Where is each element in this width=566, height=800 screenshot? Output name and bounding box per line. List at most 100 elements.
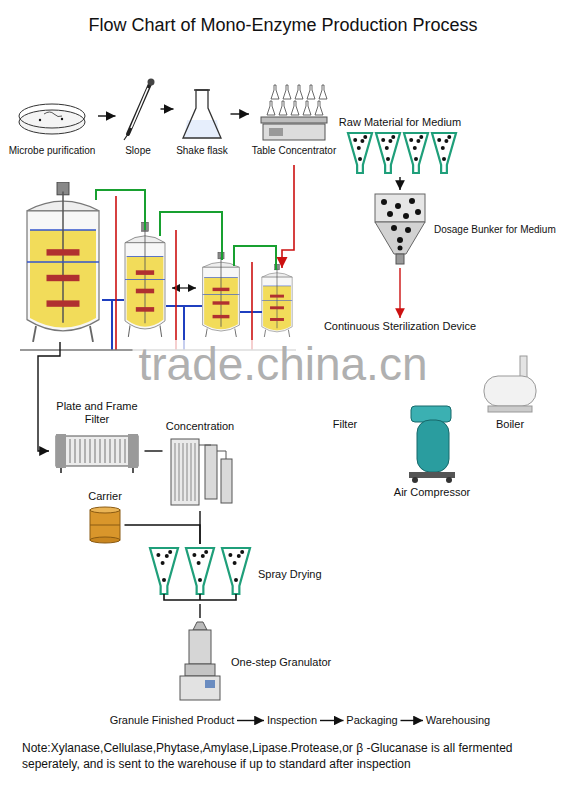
flask-rim: [194, 89, 210, 91]
press-icon: [54, 428, 140, 474]
green-pipe: [234, 246, 276, 270]
filter-plate: [120, 439, 121, 463]
step-label-node: Filter: [330, 416, 360, 433]
tank: [221, 459, 232, 503]
equipment-node: Shake flask: [174, 84, 231, 159]
node-label: Concentration: [166, 420, 235, 433]
step-label-node: Granule Finished Product: [107, 712, 237, 729]
granule-dot: [156, 553, 160, 557]
node-label: Filter: [333, 418, 357, 431]
press-leg: [60, 468, 62, 473]
hopper: [348, 133, 372, 173]
green-pipe: [96, 190, 145, 230]
equipment-node: Concentration: [163, 418, 238, 511]
shaker-panel: [269, 128, 283, 136]
granule-dot: [353, 138, 357, 142]
hopper: [432, 133, 456, 173]
small-flask: [319, 85, 327, 99]
evaporator-plate: [187, 443, 188, 501]
drum-bottom: [90, 537, 120, 543]
granule-dot: [437, 138, 441, 142]
hopper: [222, 548, 250, 594]
collector-line: [164, 594, 236, 600]
granule-dot: [197, 561, 201, 565]
hopper: [404, 133, 428, 173]
pipette-glass: [131, 88, 148, 128]
filter-plate: [125, 439, 126, 463]
equipment-node: Spray Drying: [146, 544, 325, 604]
granule-dot: [387, 211, 393, 217]
granule-dot: [403, 213, 409, 219]
node-label: Boiler: [496, 418, 524, 431]
granule-dot: [204, 550, 208, 554]
compressor-icon: [399, 404, 465, 484]
step-label-node: Continuous Sterilization Device: [321, 318, 479, 335]
blue-pipe: [240, 311, 262, 313]
equipment-node: Slope: [116, 74, 161, 159]
flow-connector: [401, 720, 424, 721]
compressor-tank: [417, 420, 449, 472]
drum-top: [90, 507, 120, 513]
dish-base: [19, 110, 85, 134]
evaporator-plate: [175, 443, 176, 501]
filter-plate: [90, 439, 91, 463]
pipette-icon: [118, 76, 158, 142]
filter-plate: [70, 439, 71, 463]
granule-dot: [198, 578, 202, 582]
seed-fermenter: [27, 182, 99, 342]
granule-dot: [233, 561, 237, 565]
node-label: Spray Drying: [258, 568, 322, 581]
flow-connector: [125, 525, 201, 544]
evaporator-plate: [191, 443, 192, 501]
press-frame: [56, 436, 138, 466]
inoculum-line: [282, 165, 294, 268]
drum-band: [90, 525, 120, 526]
node-label: Packaging: [346, 714, 397, 727]
granulator-column: [189, 630, 211, 664]
boiler-base: [488, 406, 532, 412]
node-label: Carrier: [88, 490, 122, 503]
granule-dot: [444, 139, 448, 143]
granule-dot: [381, 199, 387, 205]
filter-plate: [80, 439, 81, 463]
granule-dot: [360, 139, 364, 143]
filter-plate: [85, 439, 86, 463]
granule-dot: [386, 157, 390, 161]
pipette-body: [128, 84, 150, 134]
granule-dot: [391, 225, 397, 231]
red-pipe: [175, 230, 177, 350]
equipment-node: Boiler: [478, 352, 543, 433]
green-pipe: [160, 212, 222, 260]
granule-dot: [162, 578, 166, 582]
granule-dot: [240, 550, 244, 554]
flow-connector: [237, 720, 264, 721]
granule-dot: [409, 198, 415, 204]
shaker-icon: [259, 82, 329, 142]
red-pipe: [251, 262, 253, 350]
small-flask: [267, 101, 275, 115]
node-label: Warehousing: [426, 714, 490, 727]
filter-plate: [100, 439, 101, 463]
node-label: Raw Material for Medium: [339, 116, 461, 129]
fermenter: [262, 264, 292, 337]
flow-connector: [399, 268, 400, 318]
step-label-node: Warehousing: [423, 712, 493, 729]
node-label: Plate and Frame Filter: [52, 400, 142, 426]
bunker-icon: [372, 192, 428, 266]
hoppers4-icon: [342, 131, 458, 175]
shaker-platform: [261, 117, 327, 123]
hopper: [186, 548, 214, 594]
equipment-node: Table Concentrator: [249, 80, 339, 159]
drum-icon: [88, 505, 122, 545]
fermenter: [125, 222, 165, 337]
granule-dot: [388, 139, 392, 143]
flask-glass: [183, 90, 221, 138]
granule-dot: [442, 157, 446, 161]
node-label: Continuous Sterilization Device: [324, 320, 476, 333]
small-flask: [291, 101, 299, 115]
filter-plate: [75, 439, 76, 463]
granule-dot: [192, 553, 196, 557]
press-leg: [132, 468, 134, 473]
flask-icon: [179, 86, 225, 142]
small-flask: [283, 85, 291, 99]
